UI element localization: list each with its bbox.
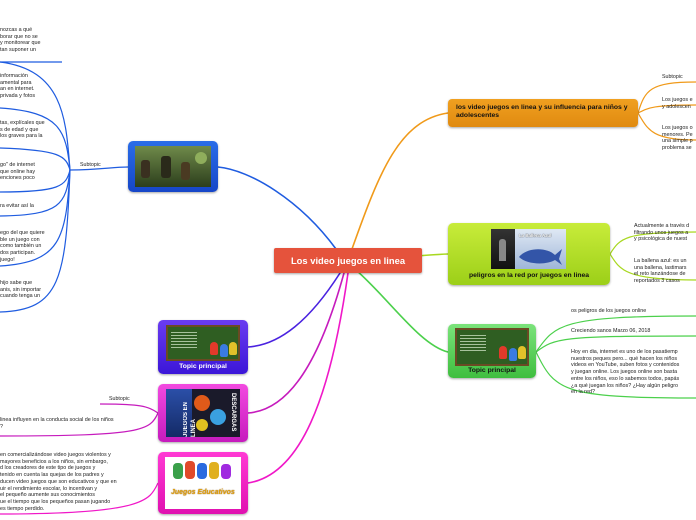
main-topic-dangers-label: peligros en la red por juegos en linea (468, 272, 590, 279)
game-screenshot-image (135, 146, 211, 187)
central-topic-label: Los video juegos en linea (290, 255, 406, 266)
subtopic-influence[interactable]: Subtopic (662, 74, 683, 80)
subtopic-los-juegos-1[interactable]: Los juegos e y adolescen (662, 97, 693, 110)
main-topic-purple[interactable]: Topic principal (158, 320, 248, 374)
whale-image-caption: La Ballena Azul (519, 233, 552, 238)
downloads-title: DESCARGAS (230, 393, 236, 432)
link-topic-green (355, 269, 449, 353)
subtopic-creciendo[interactable]: Creciendo sanos Marzo 06, 2018 (571, 328, 651, 334)
chalkboard-image (455, 328, 529, 366)
subtopic-left-2[interactable]: información amental para an en internet.… (0, 73, 36, 100)
educational-games-title: Juegos Educativos (171, 489, 235, 496)
main-topic-green[interactable]: Topic principal (448, 324, 536, 378)
subtopic-left-6[interactable]: ego del que quiere ble un juego con como… (0, 230, 45, 263)
subtopic-left-3[interactable]: tas, explícales que s de edad y que los … (0, 120, 45, 140)
subtopic-peligros[interactable]: os peligros de los juegos online (571, 308, 647, 314)
educational-games-image: Juegos Educativos (165, 457, 241, 509)
link-influence (351, 112, 449, 250)
subtopic-conducta[interactable]: linea influyen en la conducta social de … (0, 417, 114, 430)
subtopic-educativos[interactable]: en comercializándose video juegos violen… (0, 452, 117, 512)
subtopic-ballena-1[interactable]: Actualmente a través d filtrando unos ju… (634, 223, 690, 243)
chalkboard-image (166, 325, 240, 361)
subtopic-blue[interactable]: Subtopic (80, 162, 101, 168)
main-topic-pink[interactable]: Juegos Educativos (158, 452, 248, 514)
main-topic-green-label: Topic principal (468, 367, 516, 374)
online-games-image: JUEGOS EN LINEA DESCARGAS (166, 389, 240, 437)
main-topic-purple-label: Topic principal (179, 363, 227, 370)
main-topic-magenta[interactable]: JUEGOS EN LINEA DESCARGAS (158, 384, 248, 442)
main-topic-influence-label: los video juegos en linea y su influenci… (456, 104, 628, 119)
subtopic-left-7[interactable]: hijo sabe que anis, sin importar cuando … (0, 280, 42, 300)
central-topic[interactable]: Los video juegos en linea (274, 248, 422, 273)
subtopic-ballena-2[interactable]: La ballena azul: es un una ballena, last… (634, 258, 687, 285)
subtopic-left-1[interactable]: nozcas a qué borar que no se y monitorea… (0, 27, 41, 54)
link-magenta (247, 272, 345, 414)
link-pink (247, 272, 349, 484)
subtopic-magenta[interactable]: Subtopic (109, 396, 130, 402)
subtopic-left-5[interactable]: ra evitar así la (0, 203, 34, 209)
link-purple (247, 272, 341, 348)
subtopic-los-juegos-2[interactable]: Los juegos o menores. Pe una simple p pr… (662, 125, 693, 152)
main-topic-dangers[interactable]: La Ballena Azul peligros en la red por j… (448, 223, 610, 285)
link-blue (217, 166, 337, 250)
whale-image: La Ballena Azul (491, 229, 566, 269)
online-games-title: JUEGOS EN LINEA (183, 401, 197, 437)
subtopic-left-4[interactable]: go" de internet que online hay enciones … (0, 162, 36, 182)
subtopic-hoy-en-dia[interactable]: Hoy en dia, internet es uno de los pasat… (571, 349, 680, 396)
main-topic-influence[interactable]: los video juegos en linea y su influenci… (448, 99, 638, 127)
main-topic-blue[interactable] (128, 141, 218, 192)
